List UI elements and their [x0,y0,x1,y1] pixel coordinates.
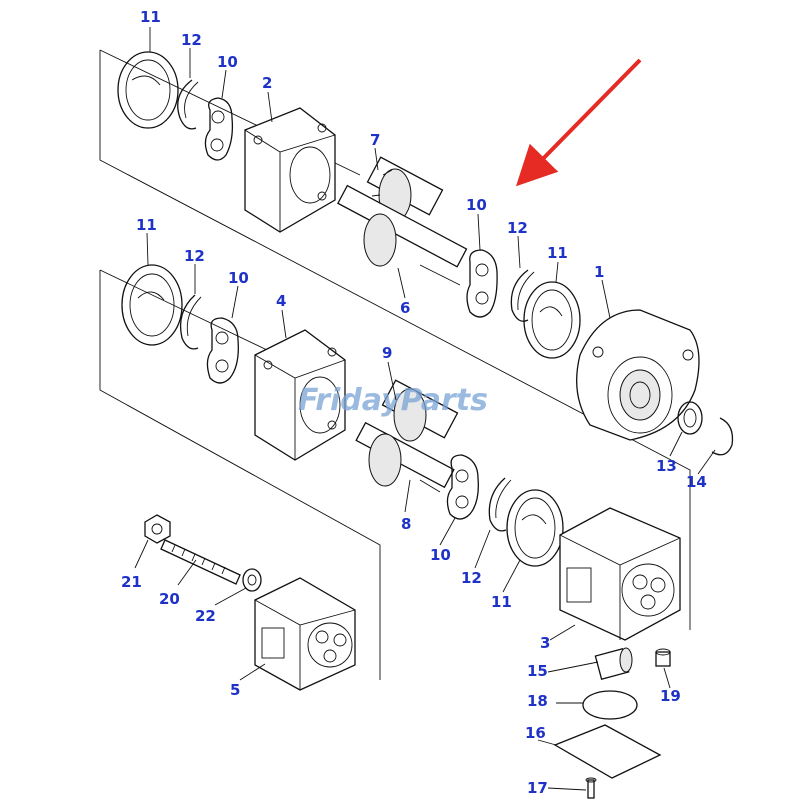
callout-1: 1 [594,263,604,281]
leader-lines [134,27,716,791]
gear-shaft-8 [355,421,455,493]
callout-5: 5 [230,681,240,699]
callout-10: 10 [430,546,451,564]
callout-11: 11 [491,593,512,611]
o-ring-18 [582,690,638,720]
callout-6: 6 [400,299,410,317]
callout-4: 4 [276,292,286,310]
plug-19 [655,648,671,667]
callout-11: 11 [140,8,161,26]
callout-12: 12 [461,569,482,587]
watermark-text: FridayParts [298,383,488,418]
driven-gear-9 [381,379,459,442]
snap-ring-11-center [506,489,564,567]
callout-13: 13 [656,457,677,475]
callout-9: 9 [382,344,392,362]
callout-19: 19 [660,687,681,705]
circlip-12-center [488,477,512,532]
callout-10: 10 [217,53,238,71]
washer-22 [242,568,262,592]
callout-11: 11 [547,244,568,262]
rear-cover-5 [254,577,356,691]
callout-7: 7 [370,131,380,149]
circlip-12-mid [510,269,535,322]
callout-22: 22 [195,607,216,625]
stud-bolt-20 [160,539,241,585]
seal-plate-10-mid [466,249,498,318]
callout-21: 21 [121,573,142,591]
snap-ring-14 [711,417,734,456]
callout-10: 10 [228,269,249,287]
nut-21 [144,514,171,544]
circlip-12-upper [177,79,199,130]
callout-15: 15 [527,662,548,680]
plate-16 [553,724,662,779]
callout-12: 12 [507,219,528,237]
callout-18: 18 [527,692,548,710]
seal-plate-10-center [446,454,479,520]
pump-body-3 [559,507,681,641]
snap-ring-11-upper [117,51,179,129]
callout-12: 12 [184,247,205,265]
snap-ring-11-lower [121,264,183,346]
seal-plate-10-upper [204,97,234,161]
drive-shaft-6 [337,184,468,286]
callout-10: 10 [466,196,487,214]
callout-12: 12 [181,31,202,49]
seal-plate-10-lower [206,317,239,384]
callout-3: 3 [540,634,550,652]
callout-16: 16 [525,724,546,742]
callout-labels: 11 12 10 2 7 6 10 12 11 1 11 12 10 4 9 1… [121,8,707,797]
snap-ring-11-mid [523,281,581,359]
callout-17: 17 [527,779,548,797]
callout-20: 20 [159,590,180,608]
gear-housing-4 [254,329,346,461]
callout-11: 11 [136,216,157,234]
circlip-12-lower [179,294,202,350]
highlight-arrow [515,58,642,187]
gear-housing-2 [244,107,336,233]
callout-2: 2 [262,74,272,92]
callout-8: 8 [401,515,411,533]
screw-17 [585,777,597,799]
coupling-15 [594,647,633,681]
front-cover-1 [576,309,700,441]
callout-14: 14 [686,473,707,491]
oil-seal-13 [677,401,703,435]
